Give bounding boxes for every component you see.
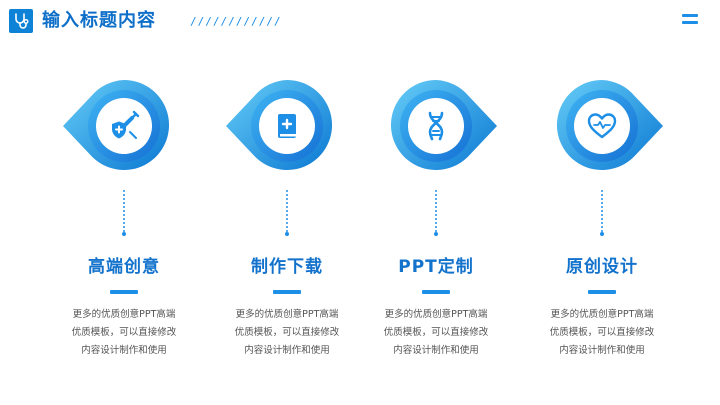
stethoscope-logo-icon bbox=[9, 9, 33, 33]
connector-dots bbox=[601, 189, 603, 233]
heading-underline bbox=[110, 290, 138, 294]
card-description: 更多的优质创意PPT高端 优质模板，可以直接修改 内容设计制作和使用 bbox=[383, 309, 489, 356]
card-description: 更多的优质创意PPT高端 优质模板，可以直接修改 内容设计制作和使用 bbox=[234, 309, 340, 356]
menu-icon[interactable] bbox=[682, 14, 698, 28]
connector-end bbox=[122, 232, 126, 236]
heading-underline bbox=[422, 290, 450, 294]
connector-end bbox=[434, 232, 438, 236]
syringe-shield-icon bbox=[112, 110, 140, 139]
feature-card-3: PPT定制 更多的优质创意PPT高端 优质模板，可以直接修改 内容设计制作和使用 bbox=[351, 0, 521, 405]
connector-dots bbox=[435, 189, 437, 233]
medical-book-icon bbox=[278, 114, 296, 138]
heart-pulse-icon bbox=[587, 113, 617, 139]
title-decoration: //////////// bbox=[190, 15, 282, 28]
feature-card-4: 原创设计 更多的优质创意PPT高端 优质模板，可以直接修改 内容设计制作和使用 bbox=[517, 0, 687, 405]
feature-card-2: 制作下载 更多的优质创意PPT高端 优质模板，可以直接修改 内容设计制作和使用 bbox=[202, 0, 372, 405]
card-heading: 原创设计 bbox=[566, 257, 638, 277]
connector-end bbox=[285, 232, 289, 236]
heading-underline bbox=[588, 290, 616, 294]
connector-dots bbox=[123, 189, 125, 233]
page-title: 输入标题内容 bbox=[42, 10, 156, 31]
heading-underline bbox=[273, 290, 301, 294]
connector-dots bbox=[286, 189, 288, 233]
feature-card-1: 高端创意 更多的优质创意PPT高端 优质模板，可以直接修改 内容设计制作和使用 bbox=[39, 0, 209, 405]
card-description: 更多的优质创意PPT高端 优质模板，可以直接修改 内容设计制作和使用 bbox=[71, 309, 177, 356]
connector-end bbox=[600, 232, 604, 236]
card-heading: 制作下载 bbox=[251, 257, 323, 277]
card-heading: PPT定制 bbox=[398, 257, 474, 277]
card-description: 更多的优质创意PPT高端 优质模板，可以直接修改 内容设计制作和使用 bbox=[549, 309, 655, 356]
dna-icon bbox=[428, 111, 444, 141]
badge-shape bbox=[390, 79, 497, 170]
card-heading: 高端创意 bbox=[88, 257, 160, 277]
